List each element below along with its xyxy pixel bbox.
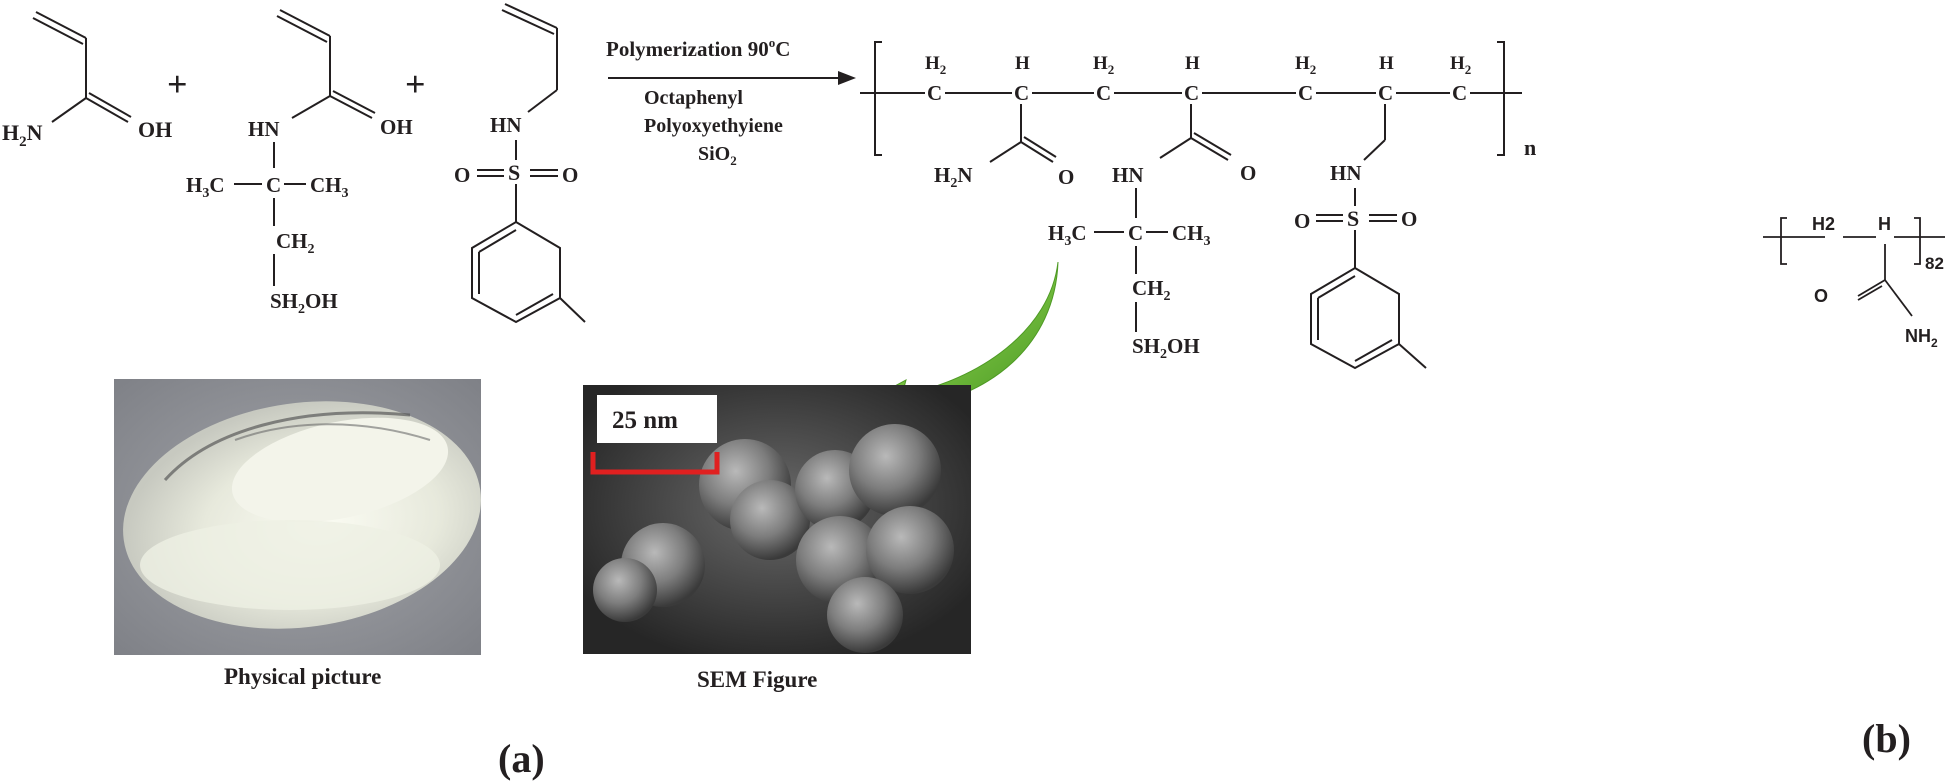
h2-label: H2	[1450, 53, 1471, 77]
oh-label: OH	[138, 117, 172, 142]
arrow-head	[838, 71, 856, 85]
s-label: S	[1347, 206, 1359, 231]
oh-label: OH	[380, 115, 413, 139]
c-label: C	[1014, 81, 1029, 105]
agent-1: Octaphenyl	[644, 87, 743, 109]
nh2-label: NH2	[1905, 326, 1938, 350]
h-label: H	[1379, 53, 1394, 74]
agent-2: Polyoxyethyiene	[644, 115, 783, 137]
panel-label-a: (a)	[498, 736, 545, 781]
h2-label: H2	[1812, 214, 1835, 234]
c-label: C	[927, 81, 942, 105]
o-label: O	[562, 163, 578, 187]
hn-label: HN	[248, 117, 280, 141]
hn-label: HN	[490, 113, 522, 137]
reaction-conditions: Polymerization 90oC Octaphenyl Polyoxyet…	[606, 35, 856, 168]
h2n-label: H2N	[934, 163, 973, 191]
o-label: O	[1401, 207, 1417, 231]
c-label: C	[1378, 81, 1393, 105]
h3c-label: H3C	[1048, 221, 1087, 249]
ch3-label: CH3	[1172, 221, 1211, 249]
c-label: C	[266, 173, 281, 197]
reactant-amps: HN OH H3C C CH3 CH2 SH2OH	[186, 9, 413, 317]
o-label: O	[1058, 165, 1074, 189]
o-label: O	[1240, 161, 1256, 185]
ch2-label: CH2	[276, 229, 315, 257]
ch2-label: CH2	[1132, 276, 1171, 304]
repeat-n: n	[1524, 135, 1536, 160]
o-label: O	[454, 163, 470, 187]
ch3-label: CH3	[310, 173, 349, 201]
hn-label: HN	[1330, 161, 1362, 185]
product-polymer: C C C C C C C H2 H H2 H H2 H H2 H2N O HN…	[860, 41, 1536, 370]
panel-label-b: (b)	[1862, 716, 1911, 761]
sem-caption: SEM Figure	[697, 667, 817, 692]
plus-sign: +	[167, 64, 188, 104]
h2-label: H2	[925, 53, 946, 77]
c-label: C	[1128, 221, 1143, 245]
nh2-label: H2N	[2, 120, 43, 150]
sem-image: 25 nm	[583, 385, 971, 654]
c-label: C	[1184, 81, 1199, 105]
reactant-acrylamide: H2N OH	[2, 11, 172, 150]
sh2oh-label: SH2OH	[270, 289, 338, 317]
o-label: O	[1814, 286, 1828, 306]
scale-label: 25 nm	[612, 407, 678, 434]
h-label: H	[1185, 53, 1200, 74]
c-label: C	[1452, 81, 1467, 105]
h3c-label: H3C	[186, 173, 225, 201]
h-label: H	[1878, 214, 1891, 234]
physical-picture	[114, 379, 481, 655]
physical-caption: Physical picture	[224, 664, 381, 689]
scale-bar	[590, 452, 720, 475]
plus-sign: +	[405, 64, 426, 104]
hn-label: HN	[1112, 163, 1144, 187]
sem-particles	[593, 424, 954, 653]
agent-3: SiO2	[698, 143, 737, 168]
c-label: C	[1096, 81, 1111, 105]
h-label: H	[1015, 53, 1030, 74]
condition-label: Polymerization 90oC	[606, 35, 790, 61]
c-label: C	[1298, 81, 1313, 105]
s-label: S	[508, 160, 520, 185]
sh2oh-label: SH2OH	[1132, 334, 1200, 362]
h2-label: H2	[1295, 53, 1316, 77]
scale-box	[597, 395, 717, 443]
reactant-sulfonamide: HN S O O	[454, 3, 586, 324]
o-label: O	[1294, 209, 1310, 233]
h2-label: H2	[1093, 53, 1114, 77]
repeat-count: 82	[1925, 254, 1944, 273]
panel-b-structure: H2 H O NH2 82	[1763, 214, 1945, 350]
